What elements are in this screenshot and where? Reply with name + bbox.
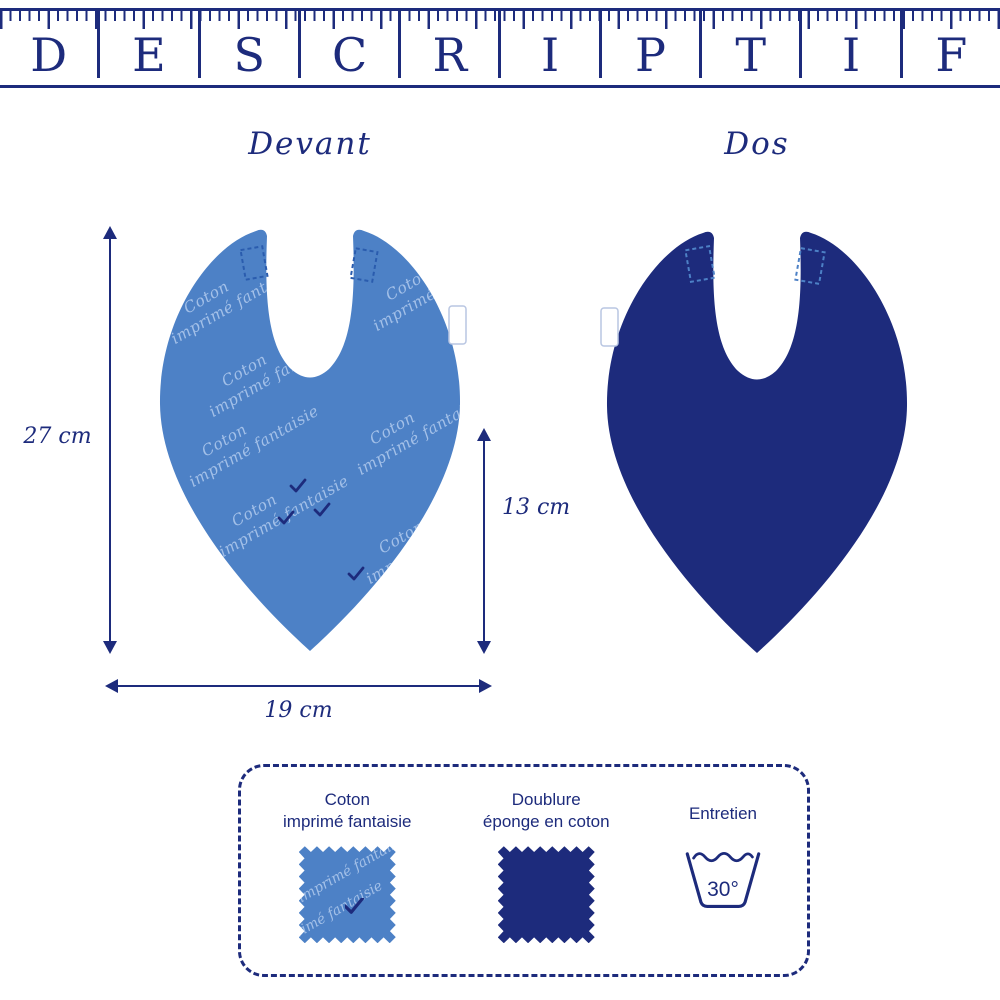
title-letter: I bbox=[841, 28, 861, 82]
title-underline bbox=[0, 85, 1000, 88]
bib-back-shape bbox=[606, 231, 908, 653]
dimension-arrow-height bbox=[109, 228, 111, 652]
dimension-arrow-inner-height bbox=[483, 430, 485, 652]
care-label: Entretien bbox=[688, 804, 757, 823]
fabric-swatch-lining bbox=[497, 846, 595, 944]
bird-motif bbox=[313, 502, 331, 517]
legend-fabric-lining: Doublure éponge en coton bbox=[483, 789, 610, 974]
dimension-label-height: 27 cm bbox=[23, 424, 92, 449]
legend-fabric-lining-line1: Doublure bbox=[511, 790, 581, 809]
wash-temperature: 30° bbox=[707, 878, 739, 901]
wash-icon: 30° bbox=[685, 852, 761, 909]
title-letter: I bbox=[541, 28, 560, 82]
front-label: Devant bbox=[248, 126, 372, 162]
title-letter: C bbox=[331, 28, 368, 82]
title-letter: S bbox=[233, 28, 265, 82]
fabric-swatch-front: imprimé fantaisie imprimé fantaisie bbox=[298, 846, 396, 944]
bib-front-shape bbox=[159, 229, 461, 651]
dimension-label-inner-height: 13 cm bbox=[502, 495, 571, 520]
legend-fabric-front: Coton imprimé fantaisie imprimé fantaisi… bbox=[283, 789, 412, 974]
title-letter: E bbox=[132, 28, 166, 82]
bird-motif bbox=[277, 510, 295, 525]
legend-fabric-front-line2: imprimé fantaisie bbox=[283, 812, 412, 832]
legend-care: Entretien 30° bbox=[681, 789, 765, 974]
legend-box: Coton imprimé fantaisie imprimé fantaisi… bbox=[238, 764, 810, 977]
legend-fabric-front-line1: Coton bbox=[324, 790, 370, 809]
bib-back bbox=[600, 231, 908, 653]
title-letter: P bbox=[634, 28, 666, 82]
bird-motif bbox=[289, 478, 307, 493]
title-letter: D bbox=[30, 28, 68, 82]
page-title: D E S C R I P T I F bbox=[0, 10, 1000, 78]
legend-fabric-lining-line2: éponge en coton bbox=[482, 812, 610, 832]
title-letter: F bbox=[935, 28, 968, 82]
dimension-arrow-width bbox=[107, 685, 490, 687]
bird-motif bbox=[347, 566, 365, 581]
back-label: Dos bbox=[724, 126, 790, 162]
bib-front: Cotonimprimé fantaisie Cotonimprimé fant… bbox=[159, 229, 467, 651]
dimension-label-width: 19 cm bbox=[264, 698, 333, 723]
brand-tag bbox=[448, 305, 467, 345]
brand-tag bbox=[600, 307, 619, 347]
title-letter: R bbox=[432, 28, 468, 82]
title-letter: T bbox=[735, 28, 767, 82]
bird-motif bbox=[344, 898, 364, 915]
